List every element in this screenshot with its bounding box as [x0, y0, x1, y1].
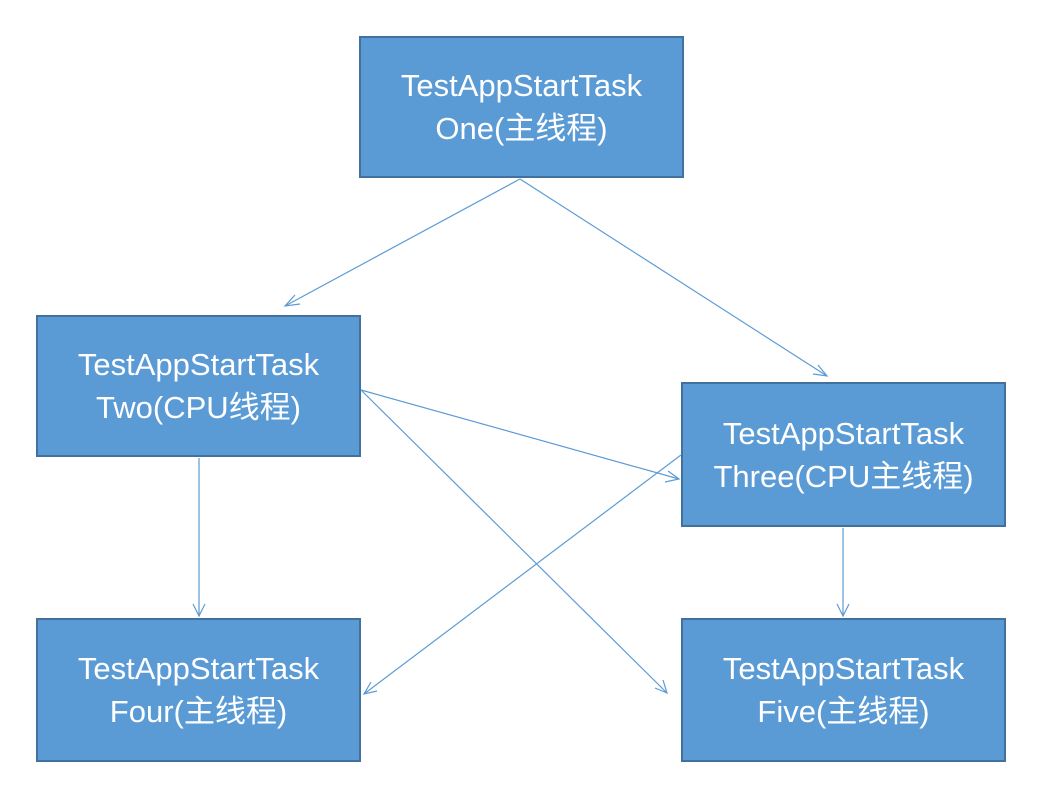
node-title: TestAppStartTask: [77, 651, 320, 686]
arrowhead-icon: [812, 364, 829, 377]
edge-one-to-two: [284, 178, 521, 307]
node-title: TestAppStartTask: [400, 68, 643, 103]
node-title: TestAppStartTask: [722, 415, 965, 451]
node-subtitle: One(主线程): [435, 111, 608, 146]
node-subtitle: Two(CPU线程): [96, 390, 301, 425]
node-subtitle: Four(主线程): [109, 694, 288, 729]
arrowhead-icon: [664, 470, 681, 483]
arrowhead-icon: [192, 603, 206, 618]
node-title: TestAppStartTask: [77, 347, 320, 382]
edge-one-to-three: [519, 178, 828, 377]
edge-two-to-three: [360, 389, 680, 480]
node-task-five: TestAppStartTask Five(主线程): [681, 618, 1006, 762]
arrowhead-icon: [283, 294, 301, 307]
node-task-one: TestAppStartTask One(主线程): [359, 36, 684, 178]
node-task-two: TestAppStartTask Two(CPU线程): [36, 315, 361, 457]
arrowhead-icon: [362, 681, 378, 695]
node-task-three: TestAppStartTask Three(CPU主线程): [681, 382, 1006, 527]
edge-three-to-four: [363, 454, 682, 695]
arrowhead-icon: [654, 679, 668, 695]
node-subtitle: Three(CPU主线程): [713, 458, 974, 494]
node-subtitle: Five(主线程): [757, 694, 930, 729]
node-title: TestAppStartTask: [722, 651, 965, 686]
arrowhead-icon: [836, 603, 850, 618]
edge-two-to-five: [360, 389, 668, 694]
node-task-four: TestAppStartTask Four(主线程): [36, 618, 361, 762]
